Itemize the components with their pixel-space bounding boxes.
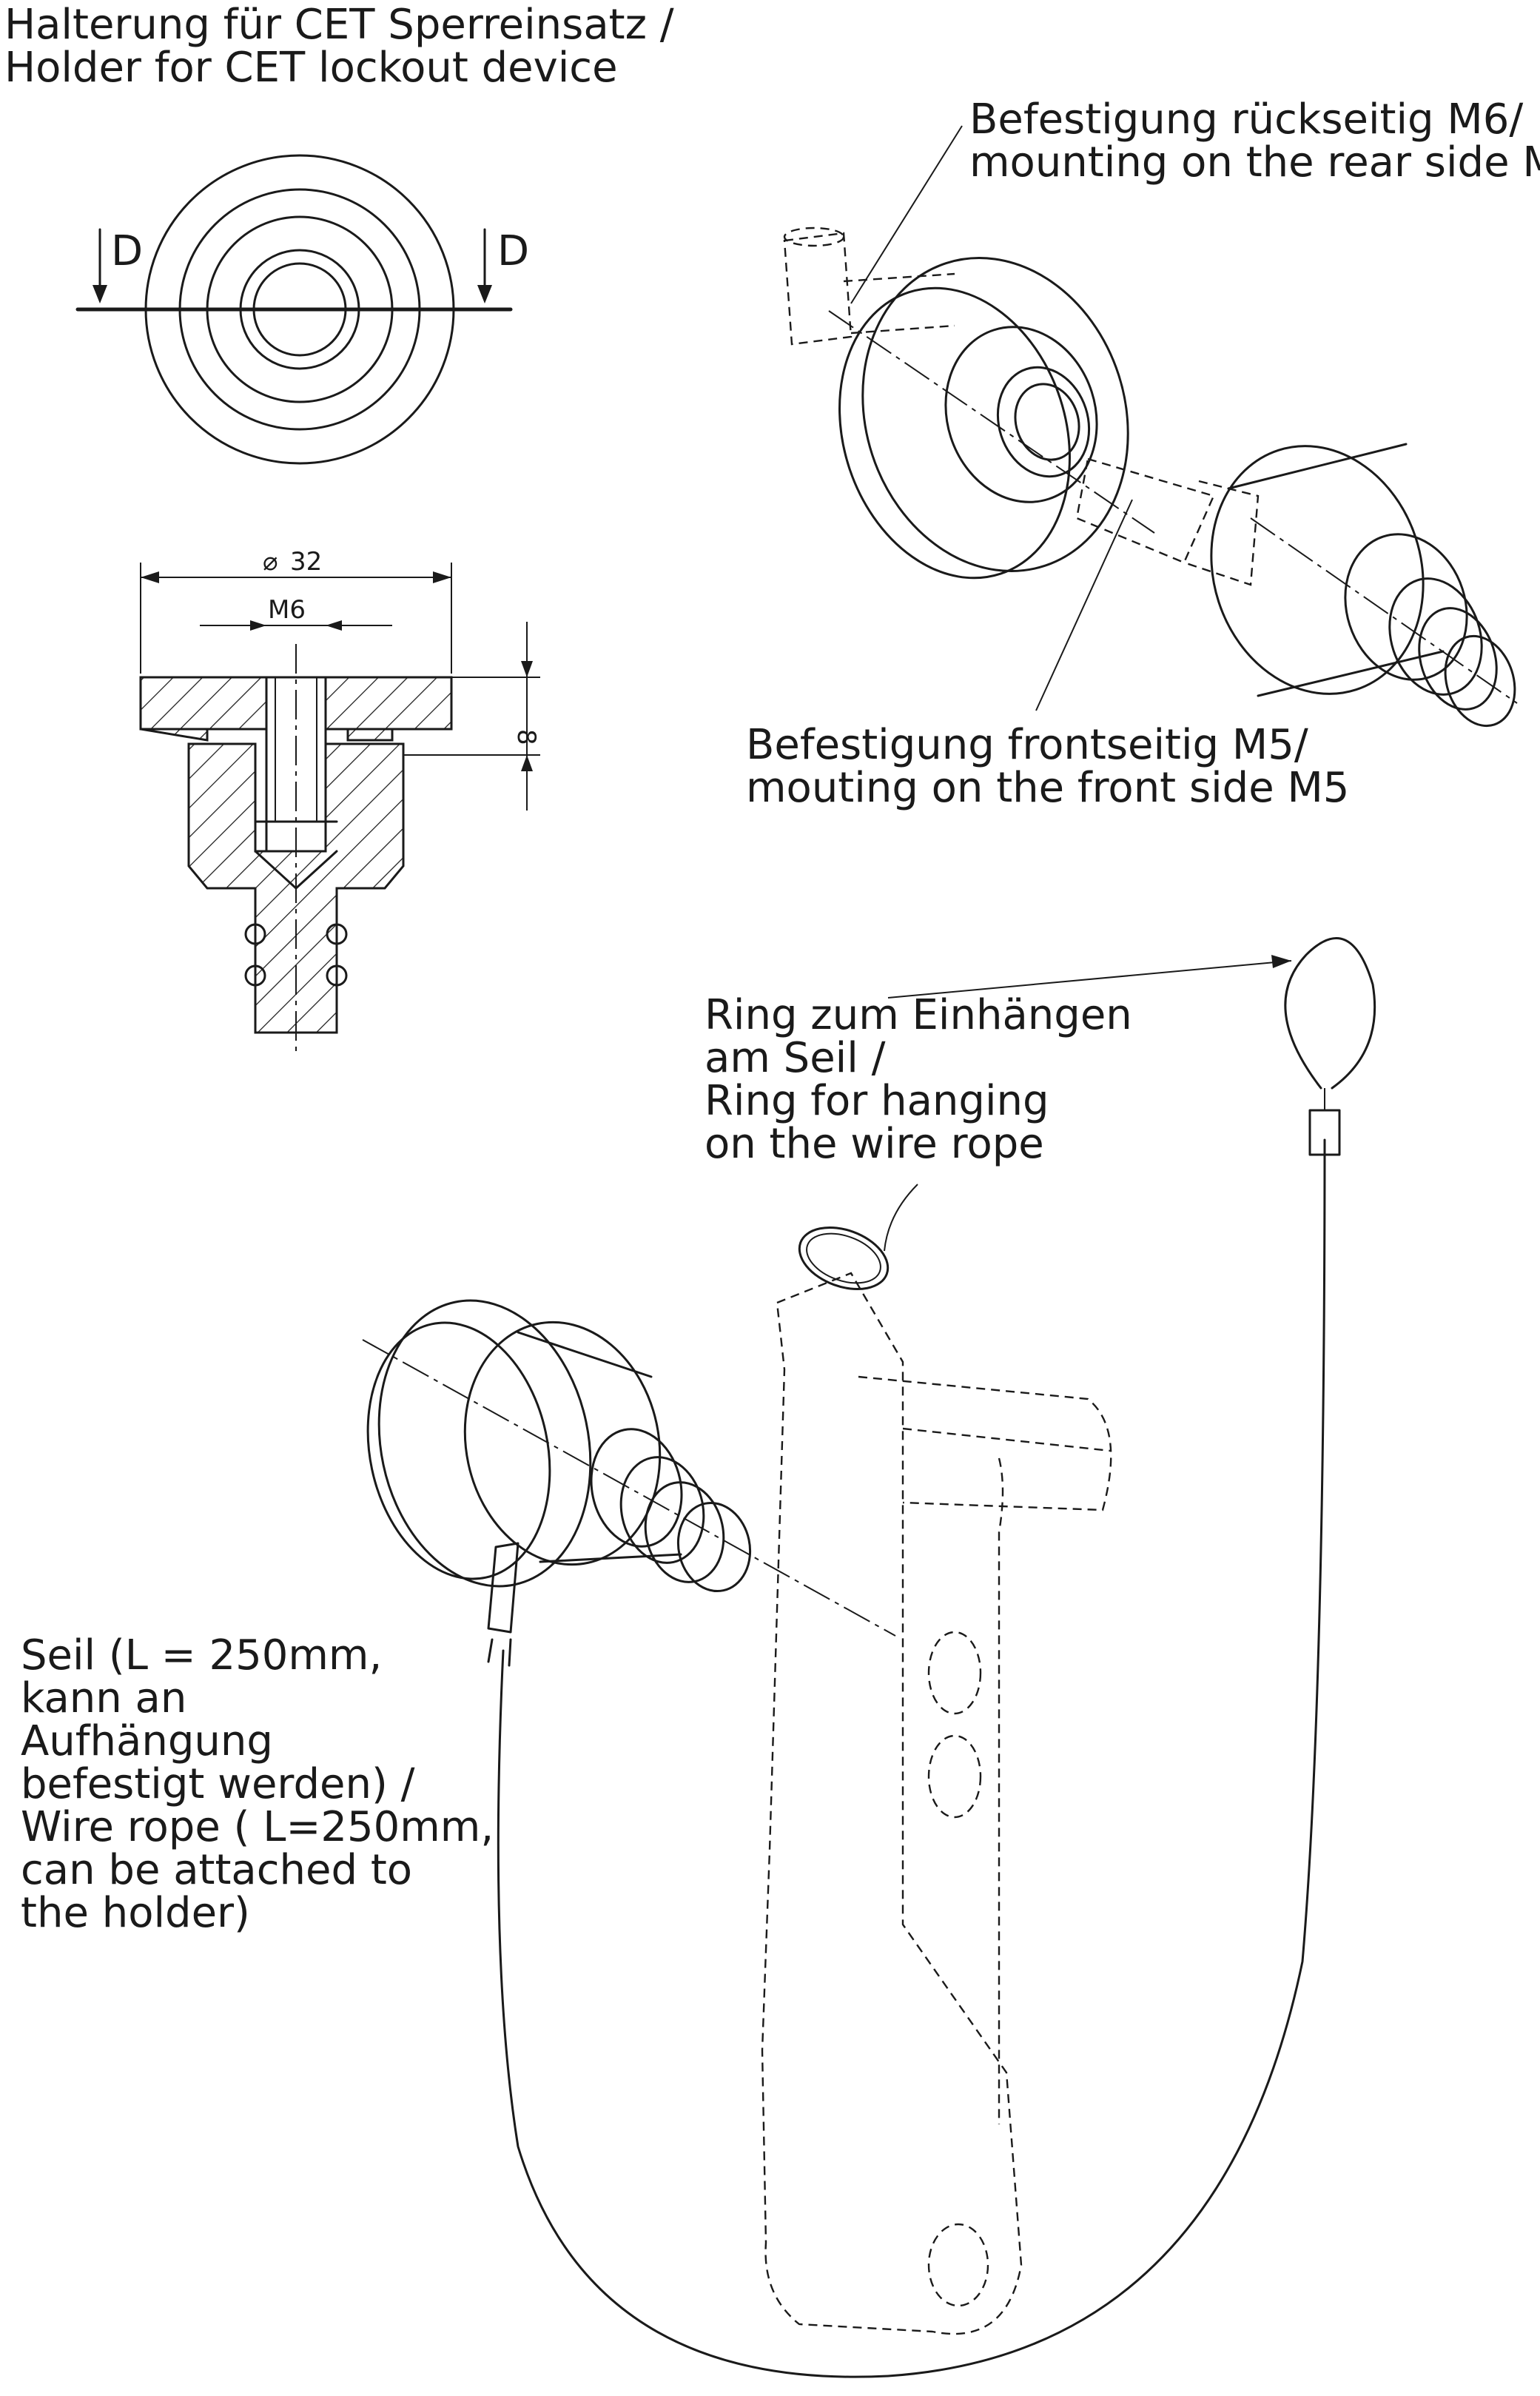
svg-text:on the wire rope: on the wire rope [705,1120,1044,1168]
svg-text:am Seil /: am Seil / [705,1034,886,1082]
front-view: D D [75,154,529,465]
section-mark-right: D [497,227,529,275]
section-mark-left: D [111,227,143,275]
svg-text:the holder): the holder) [21,1889,250,1937]
ring-label: Ring zum Einhängen am Seil / Ring for ha… [705,991,1132,1168]
dimension-depth: 8 [511,729,541,745]
svg-text:⌀: ⌀ [263,547,278,577]
svg-text:can be attached to: can be attached to [21,1846,412,1894]
svg-text:Seil (L = 250mm,: Seil (L = 250mm, [21,1631,382,1679]
ring-leader [887,960,1292,999]
rear-mount-label: Befestigung rückseitig M6/ mounting on t… [969,95,1540,187]
svg-text:Halterung für CET Sperreinsatz: Halterung für CET Sperreinsatz / [4,1,674,49]
front-mount-leader [1035,499,1133,711]
svg-text:Aufhängung: Aufhängung [21,1717,273,1765]
dimension-diameter: 32 [290,547,322,577]
svg-text:Ring for hanging: Ring for hanging [705,1077,1049,1125]
svg-text:mouting on the front side M5: mouting on the front side M5 [746,764,1349,812]
svg-text:Ring zum Einhängen: Ring zum Einhängen [705,991,1132,1039]
drawing-title: Halterung für CET Sperreinsatz / Holder … [4,1,674,92]
svg-text:mounting on the rear side M6: mounting on the rear side M6 [969,138,1540,187]
assembly-view [362,937,1376,2378]
svg-text:Wire rope ( L=250mm,: Wire rope ( L=250mm, [21,1803,494,1851]
exploded-view [783,226,1518,728]
svg-text:Befestigung rückseitig M6/: Befestigung rückseitig M6/ [969,95,1523,144]
dimension-thread: M6 [268,595,306,625]
rear-mount-leader [850,125,963,304]
front-mount-label: Befestigung frontseitig M5/ mouting on t… [746,721,1349,812]
svg-text:Befestigung frontseitig M5/: Befestigung frontseitig M5/ [746,721,1308,769]
svg-text:Holder for CET lockout device: Holder for CET lockout device [4,44,618,92]
rope-label: Seil (L = 250mm, kann an Aufhängung befe… [21,1631,494,1937]
svg-text:kann an: kann an [21,1674,186,1722]
svg-text:befestigt werden) /: befestigt werden) / [21,1760,415,1808]
section-view: ⌀ 32 M6 8 [139,547,541,1051]
